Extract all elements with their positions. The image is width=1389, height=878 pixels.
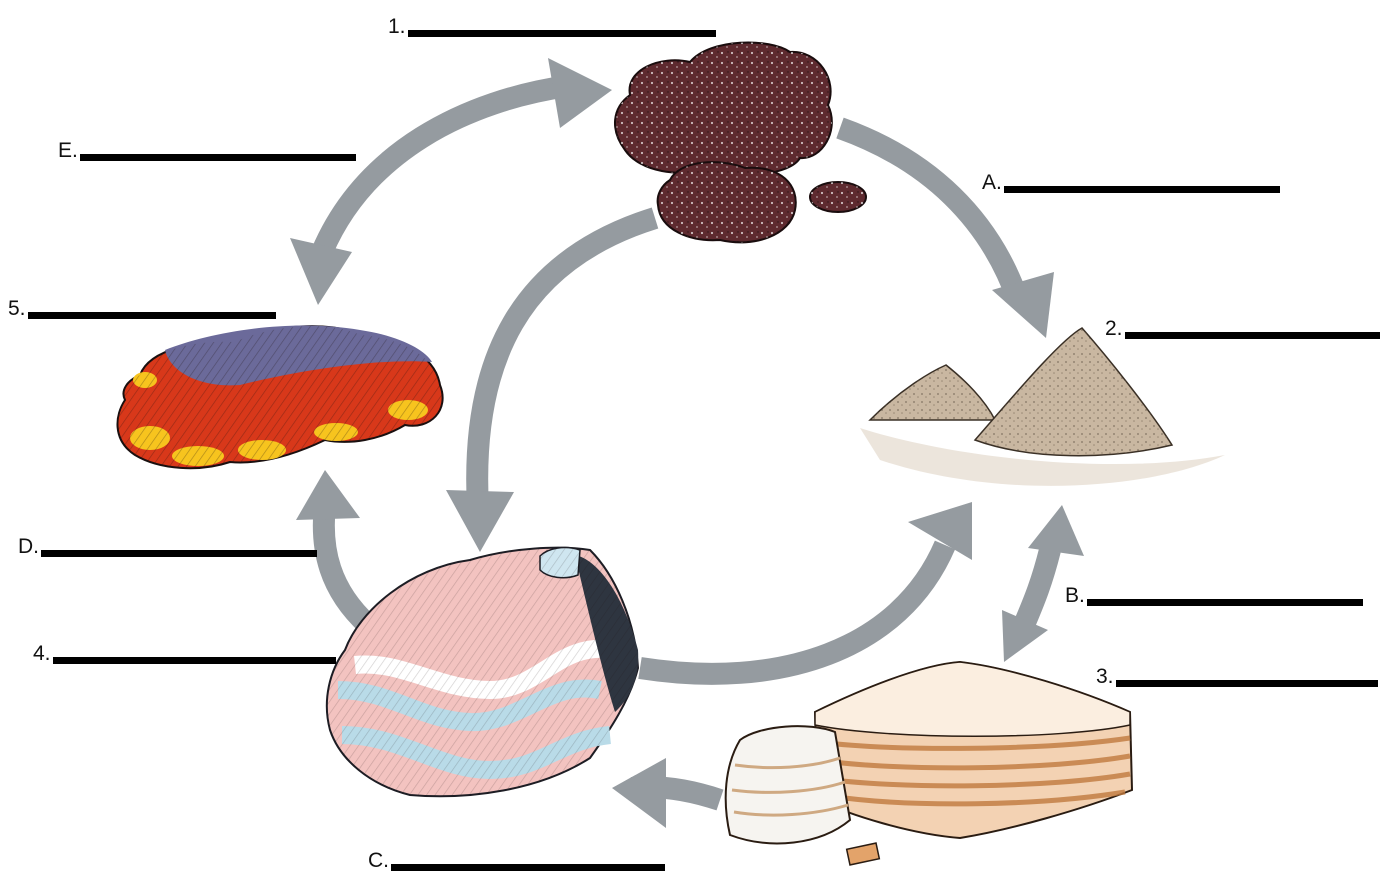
label-5-text: 5. (8, 298, 26, 319)
label-2: 2. (1105, 318, 1380, 339)
arrowhead-to-metamorphic (612, 758, 666, 828)
answer-line-c[interactable] (391, 864, 665, 871)
answer-line-5[interactable] (28, 312, 276, 319)
answer-line-1[interactable] (408, 30, 716, 37)
label-2-text: 2. (1105, 318, 1123, 339)
arrow-path-inner (477, 218, 655, 508)
answer-line-2[interactable] (1125, 332, 1380, 339)
label-e: E. (58, 140, 356, 161)
label-d-text: D. (18, 536, 39, 557)
label-a: A. (982, 172, 1280, 193)
arrowhead-b-up (1028, 505, 1084, 556)
label-d: D. (18, 536, 317, 557)
arrow-path-a (840, 128, 1018, 300)
label-5: 5. (8, 298, 276, 319)
label-c-text: C. (368, 850, 389, 871)
label-3: 3. (1096, 666, 1378, 687)
label-1: 1. (388, 16, 716, 37)
metamorphic-rock-icon (327, 548, 638, 797)
arrow-path-inner-2 (640, 545, 945, 674)
arrow-path-e (318, 86, 568, 262)
arrow-path-b (1022, 550, 1050, 630)
answer-line-b[interactable] (1087, 599, 1363, 606)
label-a-text: A. (982, 172, 1002, 193)
answer-line-3[interactable] (1116, 680, 1378, 687)
sedimentary-rock-icon (726, 662, 1132, 865)
arrow-path-d (324, 505, 368, 625)
label-b-text: B. (1065, 585, 1085, 606)
label-4-text: 4. (33, 643, 51, 664)
sediment-pile-icon (860, 328, 1225, 486)
label-1-text: 1. (388, 16, 406, 37)
answer-line-d[interactable] (41, 550, 317, 557)
magma-icon (117, 326, 442, 469)
arrowhead-to-igneous (548, 58, 612, 128)
label-e-text: E. (58, 140, 78, 161)
label-3-text: 3. (1096, 666, 1114, 687)
label-c: C. (368, 850, 665, 871)
label-4: 4. (33, 643, 336, 664)
label-b: B. (1065, 585, 1363, 606)
answer-line-a[interactable] (1004, 186, 1280, 193)
arrowhead-to-magma-top (290, 238, 352, 305)
arrowhead-to-metamorphic-top (446, 490, 514, 552)
answer-line-4[interactable] (53, 657, 336, 664)
arrowhead-to-magma (296, 470, 360, 520)
answer-line-e[interactable] (80, 154, 356, 161)
